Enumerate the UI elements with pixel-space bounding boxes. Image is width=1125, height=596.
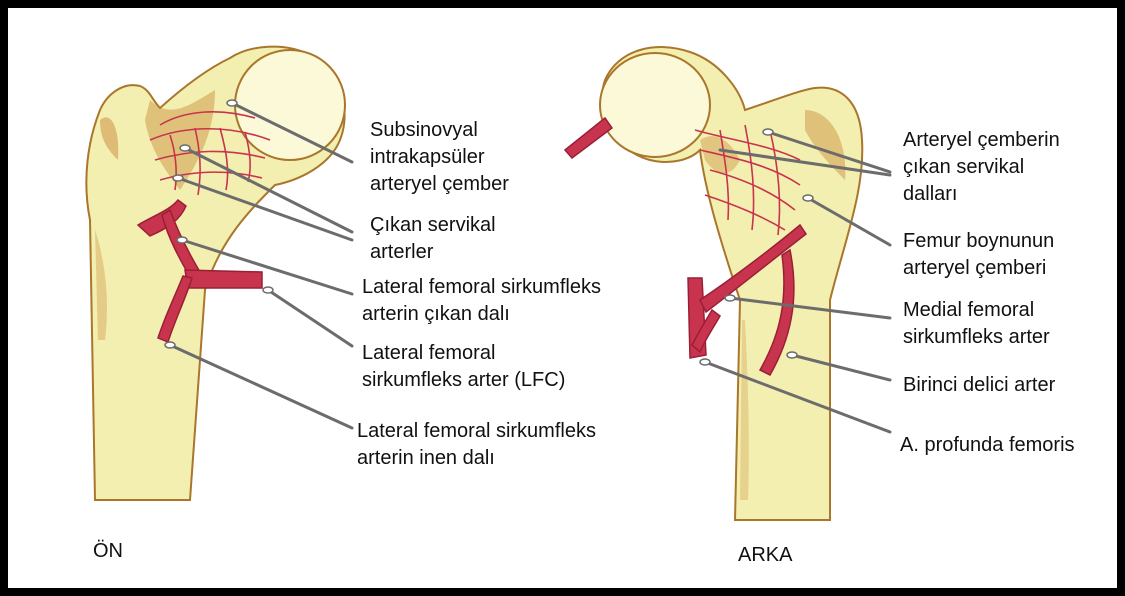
view-title-front: ÖN (93, 538, 123, 565)
label-lfc-inen: Lateral femoral sirkumfleks arterin inen… (357, 418, 596, 472)
view-title-back: ARKA (738, 542, 792, 569)
label-cikan-servikal: Çıkan servikal arterler (370, 212, 496, 266)
label-lfc: Lateral femoral sirkumfleks arter (LFC) (362, 340, 565, 394)
front-femur (86, 47, 345, 500)
label-birinci-delici: Birinci delici arter (903, 372, 1055, 399)
label-femur-boynu: Femur boynunun arteryel çemberi (903, 228, 1054, 282)
label-profunda: A. profunda femoris (900, 432, 1075, 459)
back-femur (565, 47, 862, 520)
label-cember-cikan: Arteryel çemberin çıkan servikal dalları (903, 127, 1060, 208)
label-subsinovyal: Subsinovyal intrakapsüler arteryel çembe… (370, 117, 509, 198)
label-mfc: Medial femoral sirkumfleks arter (903, 297, 1050, 351)
label-lfc-cikan: Lateral femoral sirkumfleks arterin çıka… (362, 274, 601, 328)
